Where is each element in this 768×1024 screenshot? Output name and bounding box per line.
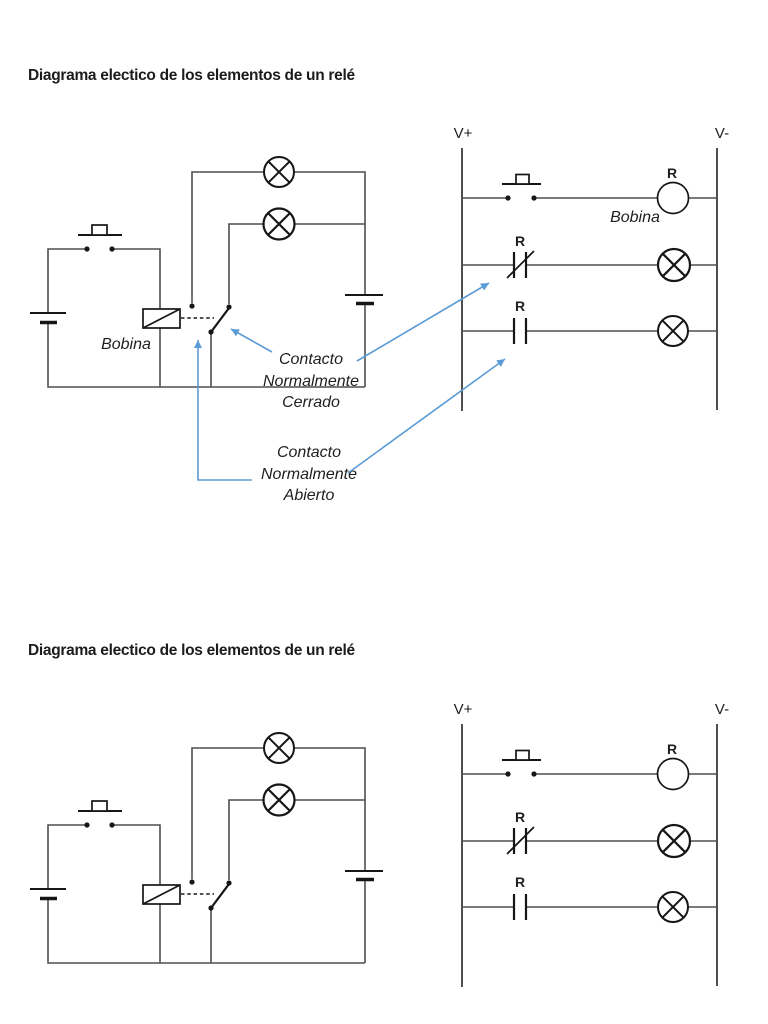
nc-arrow-to-schematic [230,328,273,353]
svg-text:Contacto: Contacto [277,444,341,461]
relay-schematic-2 [28,731,385,965]
relay-tag: R [515,233,525,249]
vplus-label: V+ [454,125,473,142]
relay-tag: R [515,874,525,890]
no-arrow-to-ladder [347,358,506,474]
vminus-label: V- [715,701,729,718]
annotation-normally-open: Contacto Normalmente Abierto [194,340,506,504]
relay-tag: R [515,298,525,314]
relay-tag: R [667,741,677,757]
nc-arrow-to-ladder [356,282,490,362]
svg-text:Abierto: Abierto [283,487,335,504]
svg-text:Normalmente: Normalmente [261,466,357,483]
ladder-diagram-1 [460,146,719,413]
vminus-label: V- [715,125,729,142]
relay-tag: R [667,165,677,181]
svg-text:Contacto: Contacto [279,351,343,368]
vplus-label: V+ [454,701,473,718]
svg-text:Normalmente: Normalmente [263,373,359,390]
relay-tag: R [515,809,525,825]
coil-label: Bobina [101,336,151,353]
annotation-normally-closed: Contacto Normalmente Cerrado [230,282,490,411]
page-title: Diagrama electico de los elementos de un… [28,67,355,84]
svg-text:Cerrado: Cerrado [282,394,340,411]
coil-label: Bobina [610,209,660,226]
page-title: Diagrama electico de los elementos de un… [28,642,355,659]
no-arrow-to-schematic [194,340,252,481]
ladder-diagram-2 [460,722,719,989]
